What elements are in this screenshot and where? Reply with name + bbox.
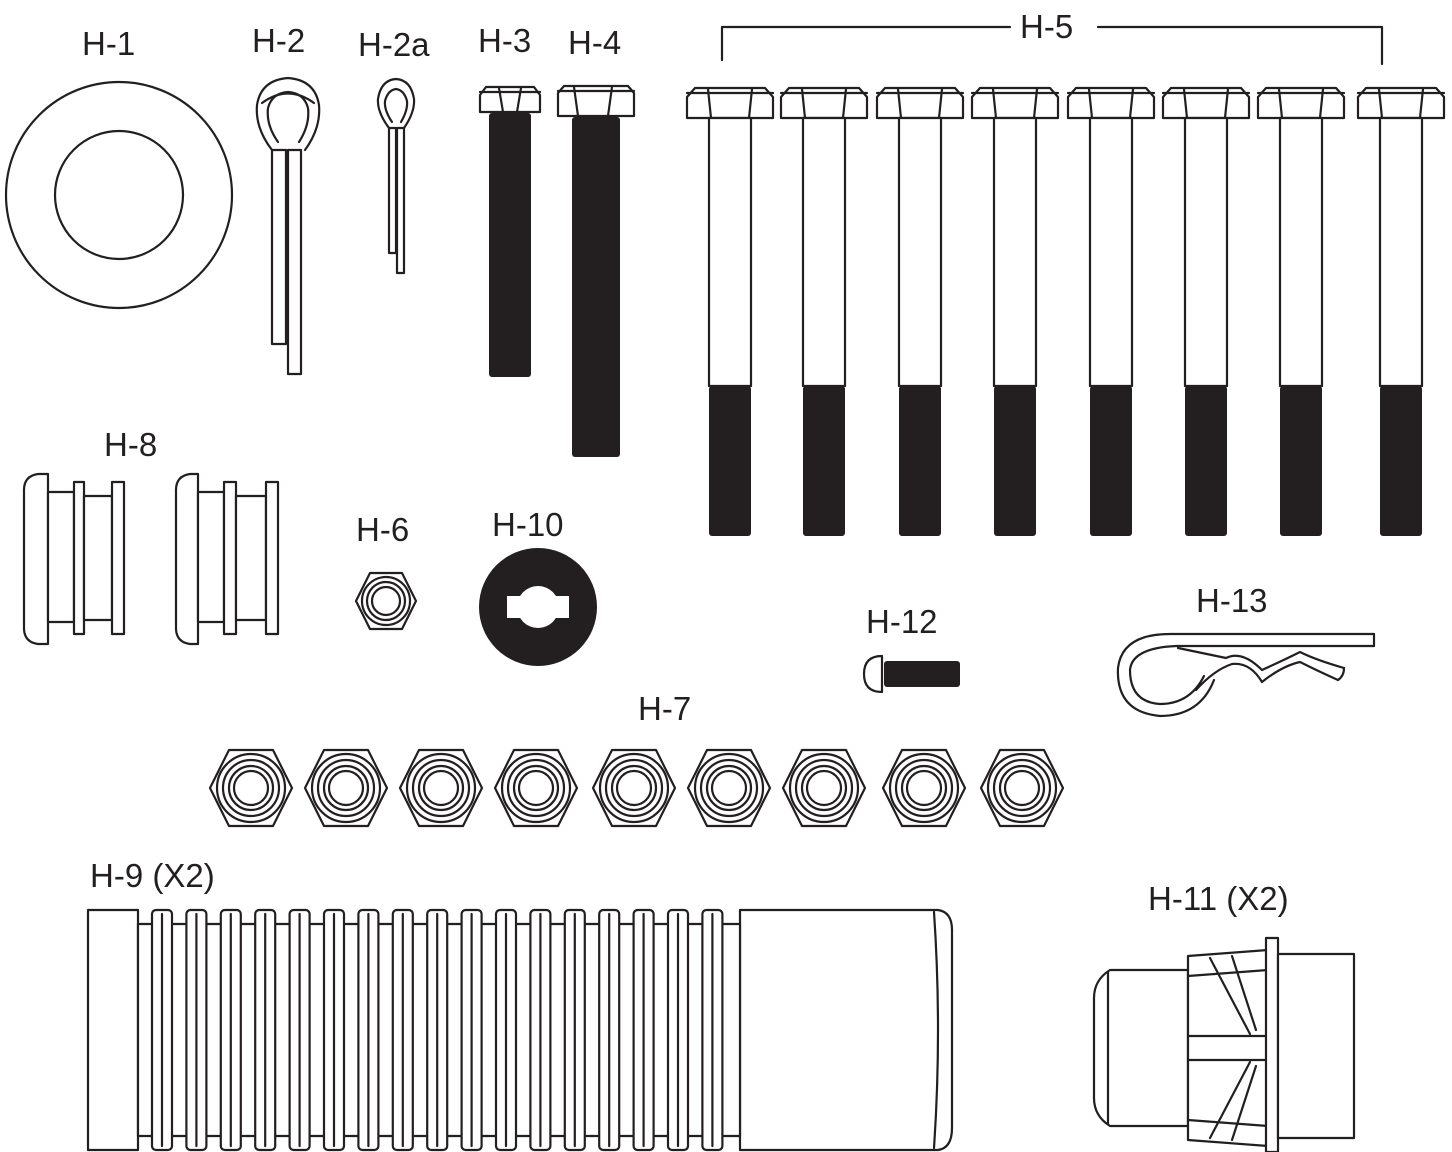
h7-nut	[398, 748, 484, 828]
h1-flat-washer	[4, 80, 234, 310]
h8-end-cap	[22, 472, 126, 646]
label-h13: H-13	[1196, 582, 1268, 619]
h5-bolt	[875, 86, 965, 536]
h5-bolt	[685, 86, 775, 536]
h7-nut	[208, 748, 294, 828]
h5-bolt	[1356, 86, 1446, 536]
h9-ribs	[150, 908, 724, 1152]
label-h2a: H-2a	[358, 26, 430, 63]
label-h2: H-2	[252, 22, 305, 59]
h7-nut	[881, 748, 967, 828]
label-h4: H-4	[568, 24, 621, 61]
h5-bolts	[685, 86, 1446, 536]
label-h9: H-9 (X2)	[90, 857, 215, 894]
h13-hitch-pin-clip	[1116, 632, 1376, 718]
h5-bolt	[1161, 86, 1251, 536]
h7-nut	[781, 748, 867, 828]
h7-nut	[979, 748, 1065, 828]
h8-end-caps	[22, 472, 280, 646]
h4-hex-bolt	[556, 84, 636, 457]
label-h3: H-3	[478, 22, 531, 59]
h6-lock-nut	[354, 571, 418, 631]
h5-bolt	[1256, 86, 1346, 536]
h7-nut	[493, 748, 579, 828]
label-h12: H-12	[866, 603, 938, 640]
h3-hex-bolt	[478, 85, 542, 377]
label-h1: H-1	[82, 25, 135, 62]
h9-ribbed-sleeve	[86, 908, 954, 1152]
h5-bolt	[1066, 86, 1156, 536]
h5-bolt	[970, 86, 1060, 536]
label-h10: H-10	[492, 506, 564, 543]
label-h8: H-8	[104, 426, 157, 463]
h5-bolt	[779, 86, 869, 536]
h12-machine-screw	[862, 654, 960, 694]
h7-nut	[591, 748, 677, 828]
h7-nut	[686, 748, 772, 828]
label-h5: H-5	[1020, 8, 1073, 45]
h7-nuts	[208, 748, 1065, 828]
label-h11: H-11 (X2)	[1148, 880, 1289, 917]
h11-bushing	[1092, 936, 1356, 1152]
h8-end-cap	[174, 472, 280, 646]
h2-cotter-pin	[255, 76, 321, 376]
h5-bracket	[720, 25, 1384, 66]
h2a-cotter-pin	[376, 77, 416, 275]
label-h7: H-7	[638, 690, 691, 727]
h7-nut	[303, 748, 389, 828]
label-h6: H-6	[356, 511, 409, 548]
h10-keyed-washer	[479, 548, 597, 666]
